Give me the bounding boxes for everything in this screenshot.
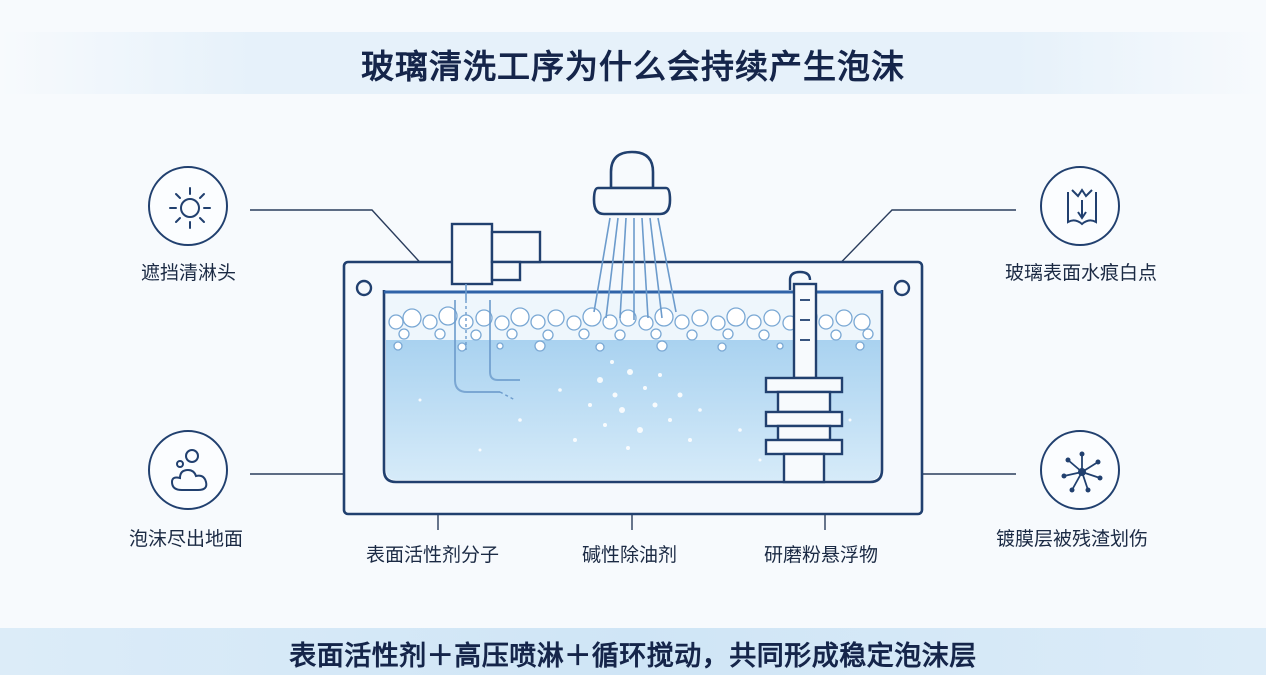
filter-assembly bbox=[764, 282, 844, 484]
page-title: 玻璃清洗工序为什么会持续产生泡沫 bbox=[361, 47, 905, 86]
callout-bottom-right: 镀膜层被残渣划伤 bbox=[996, 528, 1149, 550]
callout-top-right: 玻璃表面水痕白点 bbox=[1005, 262, 1158, 284]
label-abrasive: 研磨粉悬浮物 bbox=[764, 544, 879, 566]
water-body bbox=[386, 340, 880, 480]
shower-spray bbox=[593, 217, 677, 320]
tank-diagram bbox=[250, 150, 1016, 530]
label-surfactant: 表面活性剂分子 bbox=[366, 544, 500, 566]
title-band bbox=[0, 32, 1266, 94]
footer-summary: 表面活性剂＋高压喷淋＋循环搅动，共同形成稳定泡沫层 bbox=[289, 641, 977, 672]
label-alkaline: 碱性除油剂 bbox=[582, 544, 678, 566]
filter-pipe bbox=[788, 270, 812, 290]
footer-band bbox=[0, 628, 1266, 675]
bubbles-icon bbox=[148, 430, 228, 510]
book-icon bbox=[1040, 166, 1120, 246]
molecule-icon bbox=[1040, 430, 1120, 510]
sun-icon bbox=[148, 166, 228, 246]
pump-unit bbox=[450, 222, 542, 286]
foam-layer bbox=[388, 306, 874, 352]
callout-bottom-left: 泡沫尽出地面 bbox=[129, 528, 244, 550]
shower-head bbox=[592, 150, 672, 216]
water-bubbles bbox=[418, 360, 852, 462]
callout-top-left: 遮挡清淋头 bbox=[141, 262, 237, 284]
pump-pipes bbox=[454, 284, 520, 393]
